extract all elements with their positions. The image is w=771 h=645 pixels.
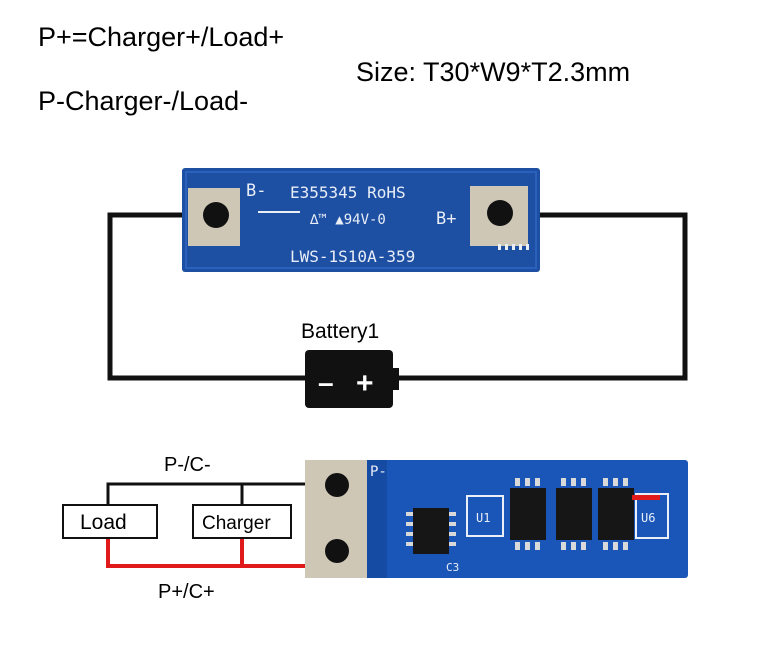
chip-u6-label: U6 xyxy=(641,511,655,525)
pad-b-minus-solder xyxy=(203,202,229,228)
bottom-pcb: P- C3 U1 U6 xyxy=(305,460,688,578)
positive-bus xyxy=(106,538,330,568)
top-pcb: B- B+ E355345 RoHS ∆™ ▲94V-0 LWS-1S10A-3… xyxy=(182,168,540,272)
label-p-minus-c-minus: P-/C- xyxy=(164,454,211,476)
battery-terminal xyxy=(393,368,399,390)
wire-b-minus xyxy=(107,212,305,381)
chip-u1-label: U1 xyxy=(476,511,490,525)
battery-loop-wires xyxy=(107,212,688,381)
pad-p-plus-solder xyxy=(325,539,349,563)
pcb-line1: E355345 RoHS xyxy=(290,183,406,202)
wire-b-plus xyxy=(398,212,688,381)
header-p-minus: P-Charger-/Load- xyxy=(38,86,249,116)
pad-b-plus-solder xyxy=(487,200,513,226)
pcb-line2: ∆™ ▲94V-0 xyxy=(309,212,386,228)
red-wire-on-pcb xyxy=(632,495,660,500)
battery-label: Battery1 xyxy=(301,320,379,343)
mosfet-row xyxy=(510,488,634,540)
charger-label: Charger xyxy=(202,513,271,534)
battery: Battery1 – + xyxy=(301,320,399,408)
negative-bus xyxy=(106,482,338,505)
chip-c3-label: C3 xyxy=(446,561,459,574)
label-p-plus-c-plus: P+/C+ xyxy=(158,581,215,603)
bottom-pcb-board xyxy=(305,460,688,578)
pad-p-minus-solder xyxy=(325,473,349,497)
ic-chip xyxy=(413,508,449,554)
pad-p-minus-label: P- xyxy=(370,464,387,480)
load-box: Load xyxy=(62,504,158,539)
pcb-line3: LWS-1S10A-359 xyxy=(290,247,415,266)
pcb-label-b-plus: B+ xyxy=(436,209,456,229)
battery-minus-sign: – xyxy=(318,367,334,398)
header-size: Size: T30*W9*T2.3mm xyxy=(356,57,631,87)
battery-body xyxy=(305,350,393,408)
charger-box: Charger xyxy=(192,504,292,539)
chip-u6-outline xyxy=(635,493,669,539)
battery-plus-sign: + xyxy=(356,367,374,400)
load-label: Load xyxy=(80,511,127,534)
header-p-plus: P+=Charger+/Load+ xyxy=(38,22,285,52)
chip-u1-outline xyxy=(466,495,504,537)
top-pcb-board xyxy=(182,168,540,272)
pcb-label-b-minus: B- xyxy=(246,181,266,201)
